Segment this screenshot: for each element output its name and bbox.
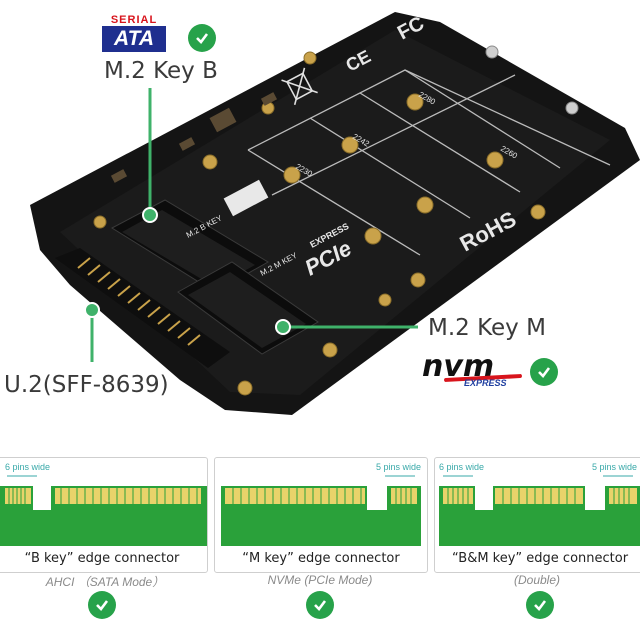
pins-wide-label-right: 5 pins wide	[591, 462, 637, 472]
check-circle-icon	[530, 358, 558, 386]
check-circle-icon	[306, 591, 334, 619]
pins-wide-label-left: 6 pins wide	[439, 462, 485, 472]
pins-wide-label-right: 5 pins wide	[375, 462, 421, 472]
serial-ata-logo-top: SERIAL	[102, 14, 166, 26]
callout-key-b: M.2 Key B	[104, 58, 218, 84]
b-key-edge-connector	[0, 475, 207, 546]
m-key-edge-connector	[221, 475, 421, 546]
nvm-express-logo: nvm EXPRESS	[422, 352, 527, 392]
mode-label-bm-key: (Double)	[513, 573, 561, 587]
pins-wide-label-left: 6 pins wide	[5, 462, 51, 472]
connector-panel-m-key: 5 pins wide “M key” edge connector	[214, 457, 428, 573]
connector-label-bm-key: “B&M key” edge connector	[451, 551, 629, 566]
u2-edge-connector	[55, 248, 230, 368]
connector-label-b-key: “B key” edge connector	[24, 551, 180, 566]
nvm-logo-sub: EXPRESS	[464, 378, 507, 388]
serial-ata-logo: SERIAL ATA	[102, 14, 166, 52]
adapter-board-illustration: FC CE RoHS PCIe EXPRESS M.2 B KEY M.2 M …	[30, 12, 640, 415]
connector-panel-bm-key: 6 pins wide 5 pins wide “B&M key” edge c…	[434, 457, 640, 573]
check-circle-icon	[88, 591, 116, 619]
connector-panel-b-key: 6 pins wide “B key” edge connector	[0, 457, 208, 573]
connector-label-m-key: “M key” edge connector	[242, 551, 400, 566]
bm-key-edge-connector	[439, 475, 640, 546]
callout-u2: U.2(SFF-8639)	[4, 372, 169, 398]
serial-ata-logo-main: ATA	[102, 26, 166, 52]
check-circle-icon	[526, 591, 554, 619]
weee-bin-icon	[281, 67, 318, 106]
callout-key-m: M.2 Key M	[428, 315, 546, 341]
mode-label-m-key: NVMe (PCIe Mode)	[267, 573, 373, 587]
check-circle-icon	[188, 24, 216, 52]
mode-label-b-key: AHCI （SATA Mode）	[45, 575, 165, 589]
